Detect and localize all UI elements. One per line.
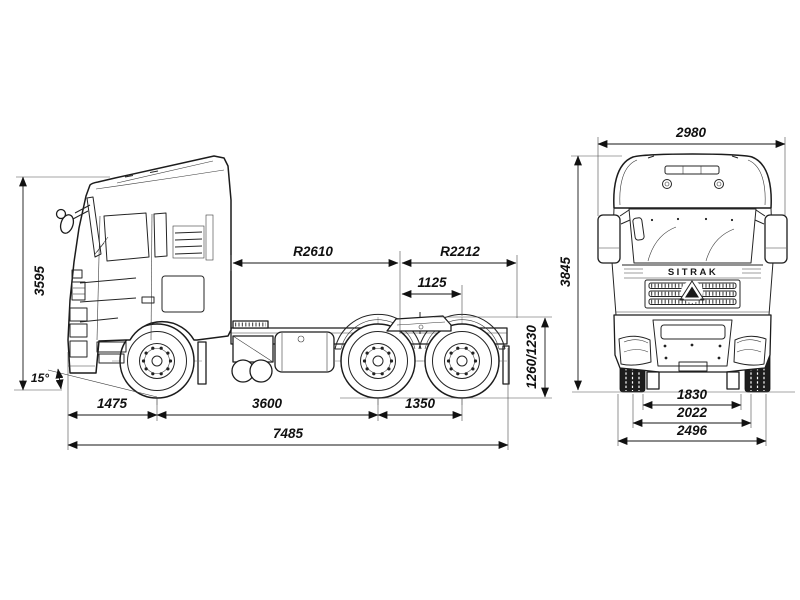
rear-mudflap	[502, 345, 510, 385]
door-handle	[141, 296, 155, 304]
storage-hatch	[161, 275, 205, 313]
air-tank	[249, 359, 273, 383]
left-mudflap-front	[646, 371, 660, 390]
fuel-cap	[297, 335, 305, 343]
left-headlight	[618, 335, 652, 366]
label-overall-length: 7485	[273, 426, 304, 441]
roof	[613, 153, 772, 209]
fuel-tank	[274, 331, 335, 373]
bumper-center-panel	[652, 319, 733, 367]
fifth-wheel	[386, 315, 452, 332]
dim-width-over-mirrors: 2980	[597, 125, 786, 216]
headlight-side	[71, 281, 86, 301]
cab-step-2	[98, 353, 125, 364]
dim-front-track: 1830	[642, 387, 742, 409]
step-recess	[660, 324, 726, 340]
side-view: 3595 15° R2610 R2212 1125	[14, 155, 552, 450]
label-rear-swing-radius: R2212	[440, 244, 480, 259]
right-headlight	[733, 335, 767, 366]
tow-cover	[678, 361, 708, 372]
windshield	[628, 208, 757, 264]
wiper-right	[705, 228, 735, 262]
label-approach-angle: 15°	[31, 371, 49, 385]
left-mirror	[597, 209, 631, 264]
kingpin	[418, 324, 424, 330]
dim-cab-swing-radius: R2610	[230, 244, 399, 271]
brand-text: SITRAK	[668, 267, 718, 278]
dim-front-overhang: 1475	[67, 396, 158, 419]
dim-kingpin-to-rear-axle: 1125	[401, 275, 463, 316]
door-rear-seam	[150, 213, 153, 341]
front-bumper	[613, 314, 772, 390]
front-mudflap	[197, 341, 207, 385]
roof-spoiler-line	[116, 160, 214, 184]
quarter-pane	[153, 212, 168, 258]
cab-step-1	[96, 341, 127, 353]
label-front-overall-height: 3845	[558, 256, 573, 287]
label-front-track: 1830	[677, 387, 708, 402]
side-cab	[55, 155, 232, 374]
label-front-overhang: 1475	[97, 396, 128, 411]
roof-marker-lamps	[664, 165, 720, 175]
label-overall-width: 2496	[676, 423, 708, 438]
interior-mirror	[632, 217, 645, 241]
sitrak-logo-triangle	[679, 280, 705, 301]
catwalk-deck	[232, 320, 269, 329]
label-fifth-wheel-height: 1260/1230	[524, 325, 539, 389]
dim-overall-height: 3595	[14, 176, 110, 391]
bumper-bolts	[663, 343, 722, 360]
label-overall-height: 3595	[32, 265, 47, 296]
dim-overall-length: 7485	[67, 426, 509, 449]
dim-wheelbase: 3600	[156, 396, 379, 419]
bumper-step-2	[69, 323, 88, 338]
windshield-dots	[650, 217, 734, 222]
label-cab-swing-radius: R2610	[293, 244, 333, 259]
wiper-left	[647, 226, 677, 262]
side-mirror	[55, 204, 91, 234]
label-mid-width: 2022	[676, 405, 708, 420]
right-mirror	[754, 209, 788, 264]
visor-lamp	[714, 179, 724, 189]
side-dimensions: 3595 15° R2610 R2212 1125	[14, 176, 552, 450]
dim-mid-width: 2022	[632, 405, 752, 427]
label-bogie-spread: 1350	[405, 396, 436, 411]
visor-lamp	[662, 179, 672, 189]
rear-pillar-vent	[205, 214, 214, 261]
dim-fifth-wheel-height: 1260/1230	[340, 316, 552, 399]
bumper-step-1	[69, 307, 88, 322]
door-front-seam	[96, 215, 101, 341]
label-width-over-mirrors: 2980	[675, 125, 707, 140]
dim-front-overall-height: 3845	[558, 155, 622, 391]
dim-rear-swing-radius: R2212	[401, 244, 518, 318]
dim-approach-angle: 15°	[31, 368, 158, 398]
dim-bogie-spread: 1350	[377, 396, 463, 419]
front-dimensions: 2980 3845 1830 2022 2496	[558, 125, 786, 446]
marker-lamp	[71, 269, 83, 279]
door-window	[103, 212, 150, 262]
cab-roof-line	[95, 169, 225, 190]
dim-overall-width: 2496	[617, 423, 767, 445]
label-wheelbase: 3600	[252, 396, 283, 411]
windshield-side	[86, 196, 102, 258]
front-cab: SITRAK	[597, 153, 788, 316]
intake-grille	[172, 225, 205, 259]
label-kingpin-to-rear-axle: 1125	[417, 275, 447, 290]
right-mudflap-front	[726, 371, 740, 390]
front-view: SITRAK 2980	[558, 125, 795, 446]
bumper-step-3	[69, 340, 88, 358]
grille	[644, 279, 741, 309]
